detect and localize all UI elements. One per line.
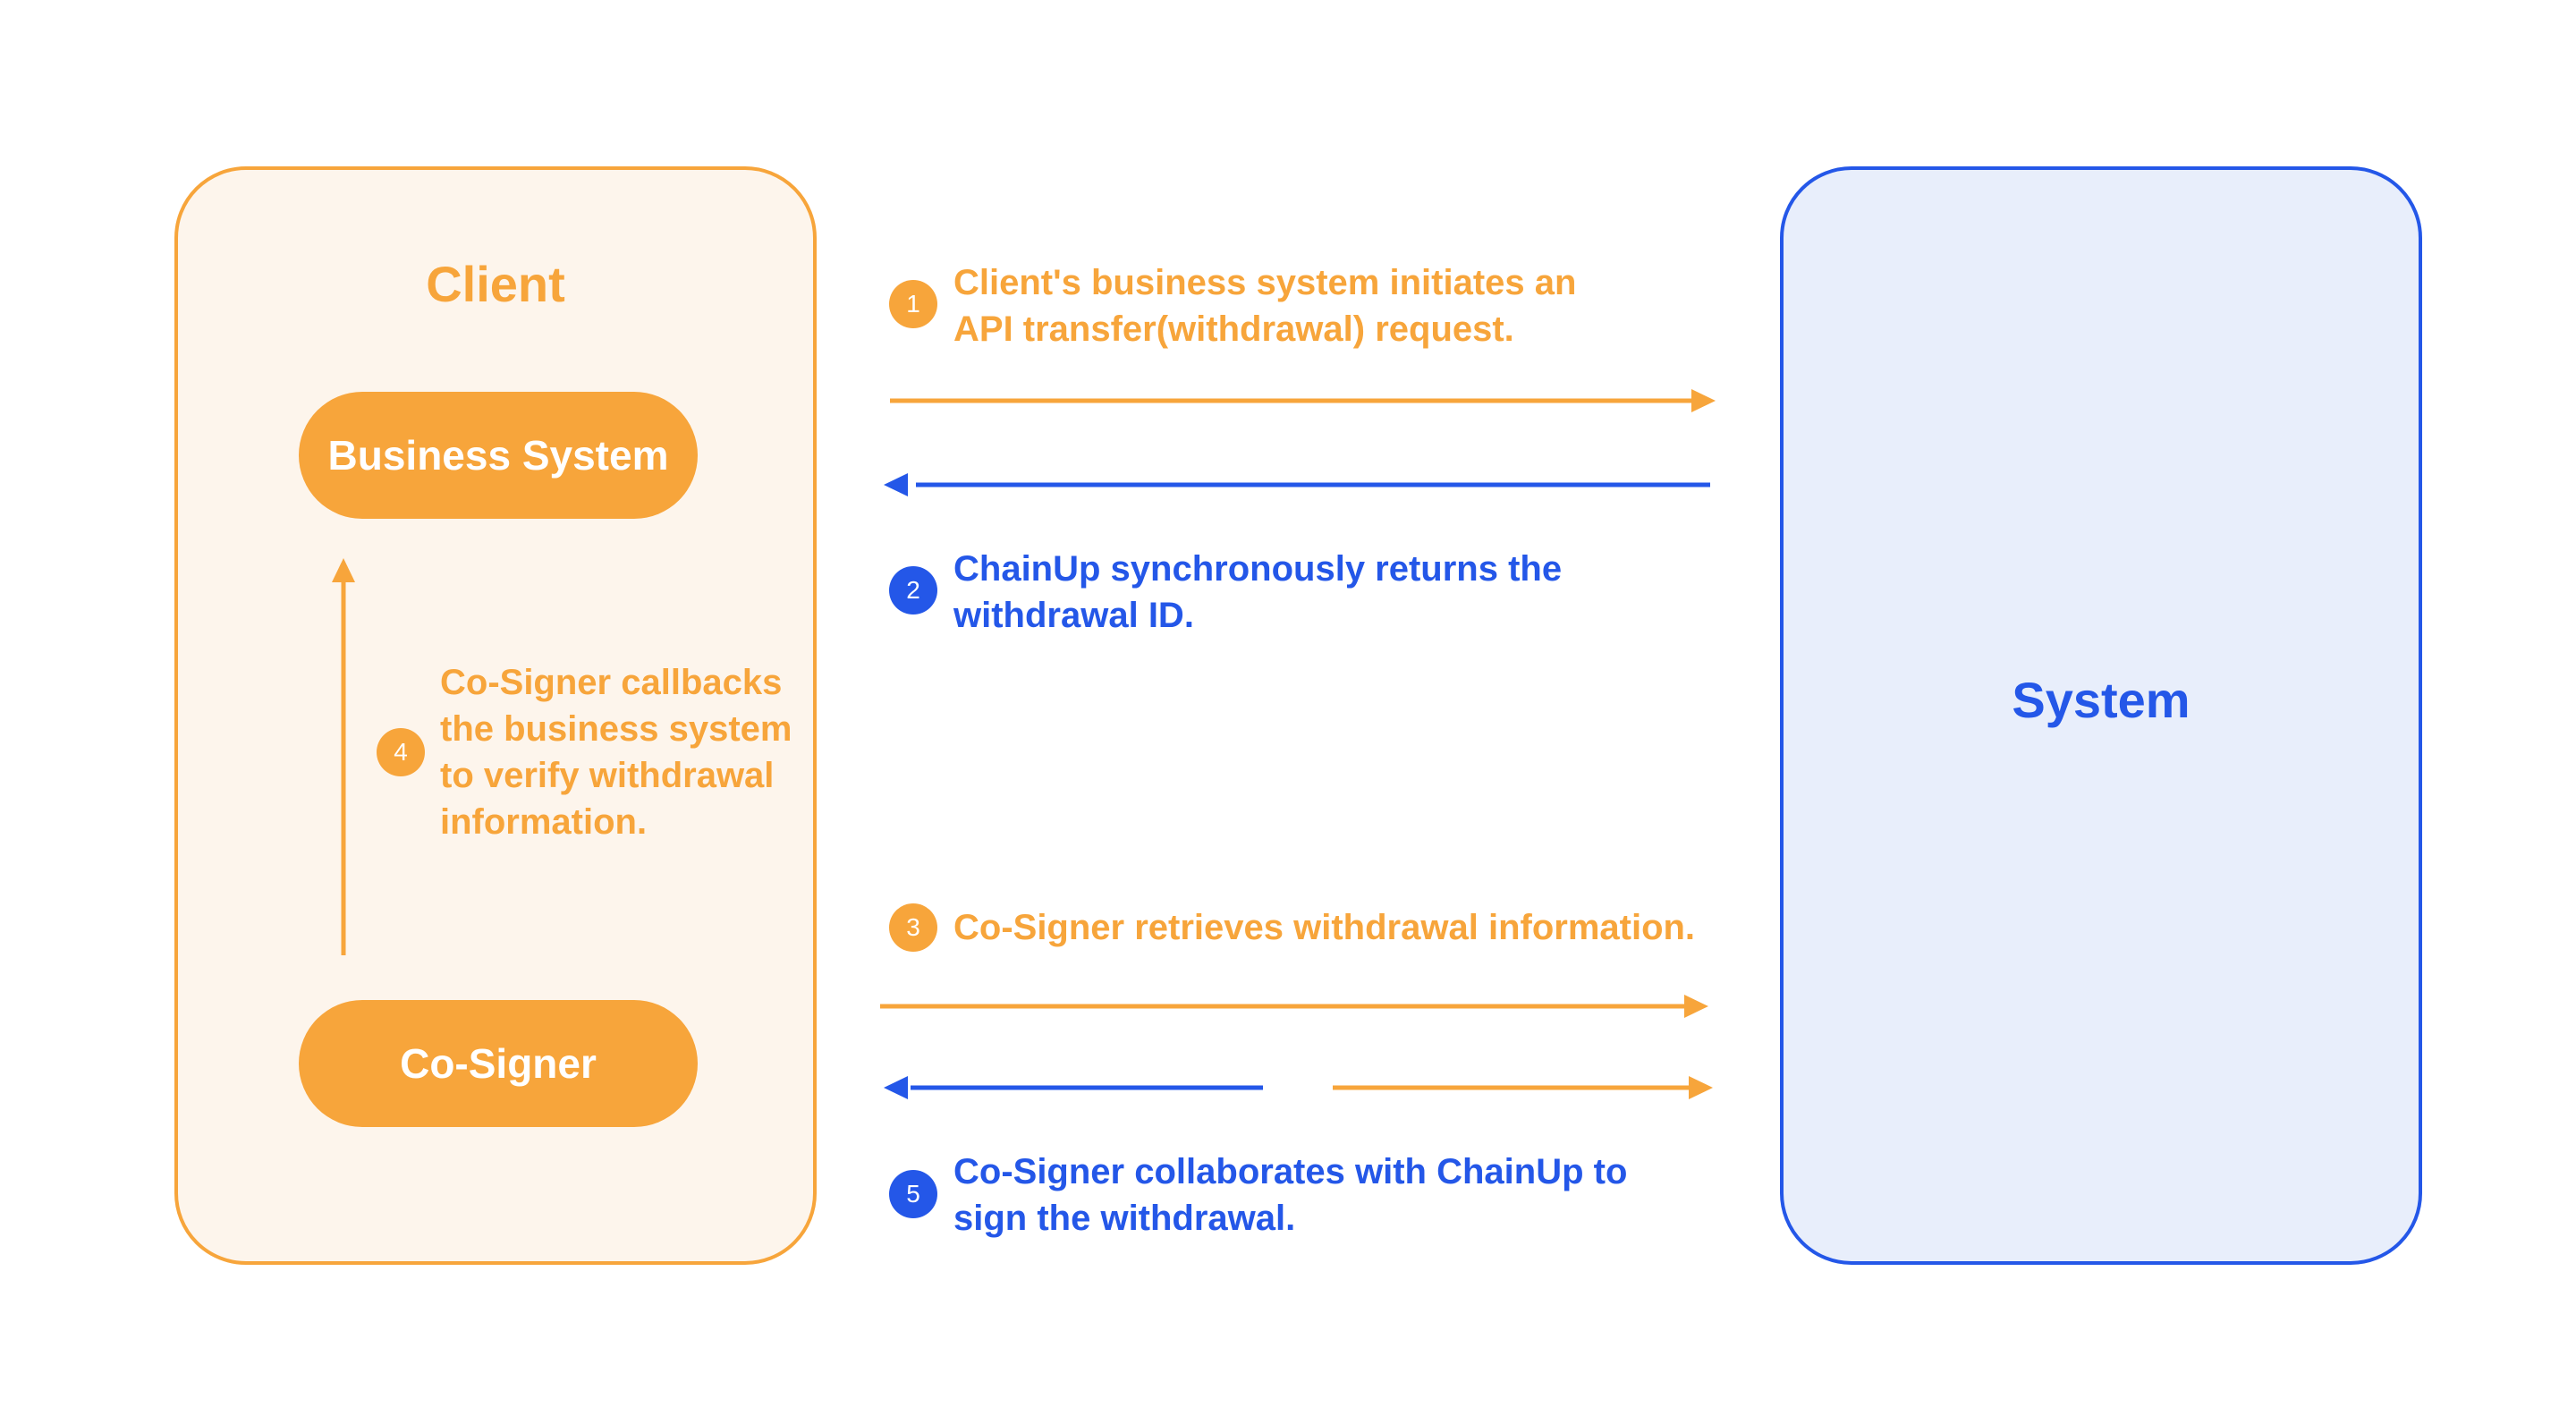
- step-1-text: Client's business system initiates an AP…: [953, 263, 1577, 349]
- arrow-step-1: [890, 389, 1716, 412]
- arrow-step-3: [880, 995, 1708, 1018]
- step-1-badge: 1: [889, 280, 937, 328]
- step-3-badge: 3: [889, 903, 937, 952]
- client-title: Client: [426, 256, 565, 312]
- system-panel: System: [1780, 166, 2422, 1265]
- step-3-text: Co-Signer retrieves withdrawal informati…: [953, 908, 1696, 947]
- step-5-text: Co-Signer collaborates with ChainUp to s…: [953, 1152, 1628, 1238]
- system-title: System: [2012, 672, 2190, 728]
- client-panel: Client Business System Co-Signer: [174, 166, 817, 1265]
- arrow-step-4: [332, 558, 355, 955]
- step-2-text: ChainUp synchronously returns the withdr…: [953, 549, 1563, 635]
- step-5-badge: 5: [889, 1170, 937, 1218]
- arrow-step-5-left: [884, 1076, 1263, 1099]
- arrow-step-5-right: [1333, 1076, 1713, 1099]
- step-4-text: Co-Signer callbacks the business system …: [440, 663, 792, 842]
- cosigner-node: Co-Signer: [299, 1000, 698, 1127]
- business-system-node: Business System: [299, 392, 698, 519]
- step-4-badge: 4: [377, 728, 425, 776]
- step-2-badge: 2: [889, 566, 937, 615]
- arrow-step-2: [884, 473, 1710, 496]
